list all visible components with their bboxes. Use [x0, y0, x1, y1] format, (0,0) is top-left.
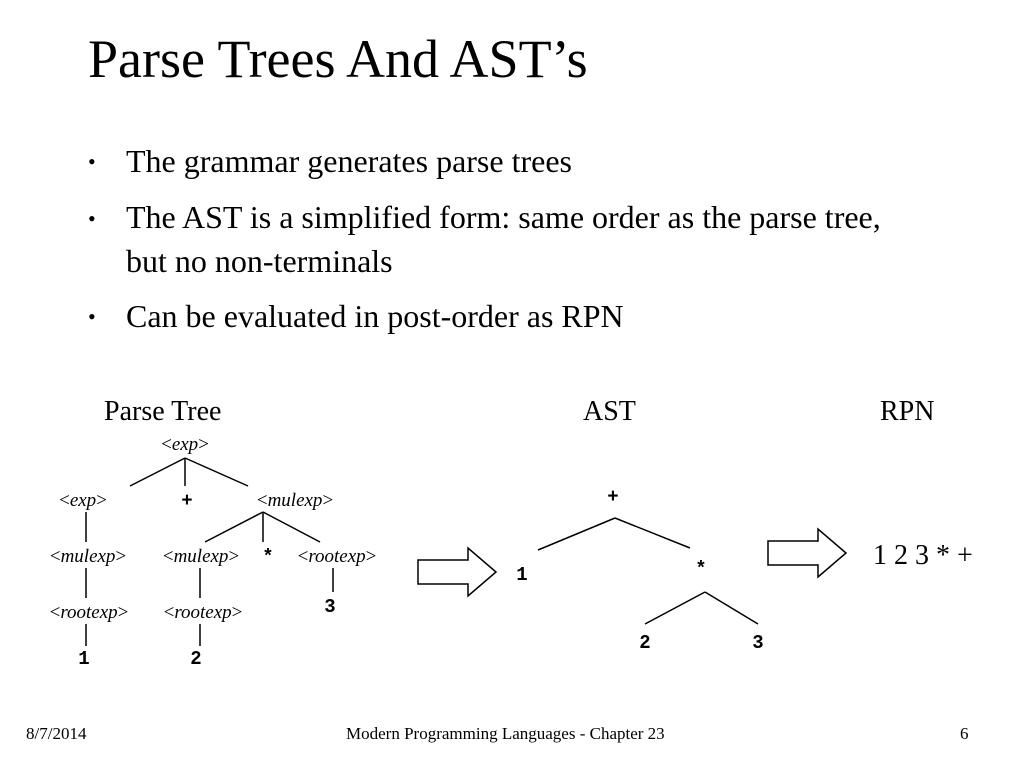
parse-tree-node: <exp> — [161, 434, 209, 455]
parse-tree-node: <mulexp> — [256, 490, 334, 511]
right-arrow-icon — [417, 546, 498, 598]
bullet-marker: • — [88, 206, 96, 231]
ast-node: 3 — [752, 632, 764, 654]
tree-edge — [184, 457, 249, 487]
ast-edge — [644, 591, 706, 625]
footer-date: 8/7/2014 — [26, 724, 87, 743]
ast-edge — [537, 517, 616, 551]
tree-edge — [129, 457, 186, 487]
rpn-expression: 1 2 3 * + — [873, 540, 973, 571]
ast-node: + — [607, 486, 619, 508]
ast-node: 2 — [639, 632, 651, 654]
tree-edge — [262, 511, 321, 543]
bullet-text: Can be evaluated in post-order as RPN — [126, 298, 624, 334]
parse-tree-node: <mulexp> — [49, 546, 127, 567]
parse-tree-node: <rootexp> — [49, 602, 129, 623]
bullet-item: • Can be evaluated in post-order as RPN — [88, 293, 988, 340]
ast-node: * — [695, 558, 707, 580]
page-number: 6 — [960, 724, 969, 743]
parse-tree-terminal: 3 — [324, 596, 336, 618]
ast-label: AST — [583, 396, 636, 427]
slide-title: Parse Trees And AST’s — [88, 29, 588, 89]
ast-edge — [704, 591, 759, 625]
parse-tree-node: <rootexp> — [297, 546, 377, 567]
parse-tree-terminal: + — [181, 490, 193, 512]
parse-tree-terminal: * — [262, 546, 274, 568]
rpn-label: RPN — [880, 396, 935, 427]
ast-node: 1 — [516, 564, 528, 586]
parse-tree-node: <exp> — [59, 490, 107, 511]
parse-tree-terminal: 2 — [190, 648, 202, 670]
bullet-marker: • — [88, 149, 96, 174]
bullet-item: • The AST is a simplified form: same ord… — [88, 195, 988, 283]
bullet-marker: • — [88, 304, 96, 329]
right-arrow-icon — [767, 527, 848, 579]
parse-tree-node: <mulexp> — [162, 546, 240, 567]
ast-edge — [614, 517, 691, 549]
footer-course: Modern Programming Languages - Chapter 2… — [346, 724, 665, 743]
bullet-item: • The grammar generates parse trees — [88, 138, 988, 185]
parse-tree-terminal: 1 — [78, 648, 90, 670]
parse-tree-label: Parse Tree — [104, 396, 222, 427]
bullet-text: The AST is a simplified form: same order… — [126, 199, 881, 279]
parse-tree-node: <rootexp> — [163, 602, 243, 623]
tree-edge — [204, 511, 264, 543]
bullet-list: • The grammar generates parse trees • Th… — [88, 138, 988, 350]
bullet-text: The grammar generates parse trees — [126, 143, 572, 179]
